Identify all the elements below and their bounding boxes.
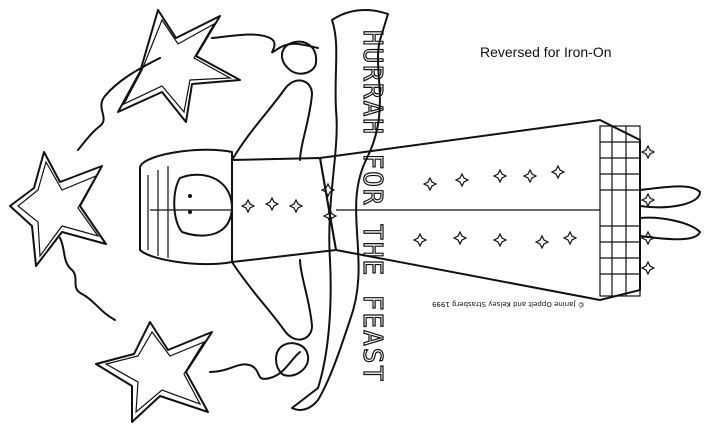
star-icon-bottom: [95, 321, 213, 423]
reversed-for-iron-on-caption: Reversed for Iron-On: [480, 44, 612, 60]
doll-figure: [139, 40, 701, 377]
banner-text: HURRAH FOR THE FEAST: [357, 30, 387, 383]
star-icon-top: [117, 9, 241, 123]
star-icon-middle: [9, 151, 107, 267]
curly-string: [59, 33, 319, 380]
banner-ribbon: [291, 9, 389, 411]
copyright-text: © Janine Oppelt and Kelsey Strasberg 199…: [432, 300, 585, 308]
